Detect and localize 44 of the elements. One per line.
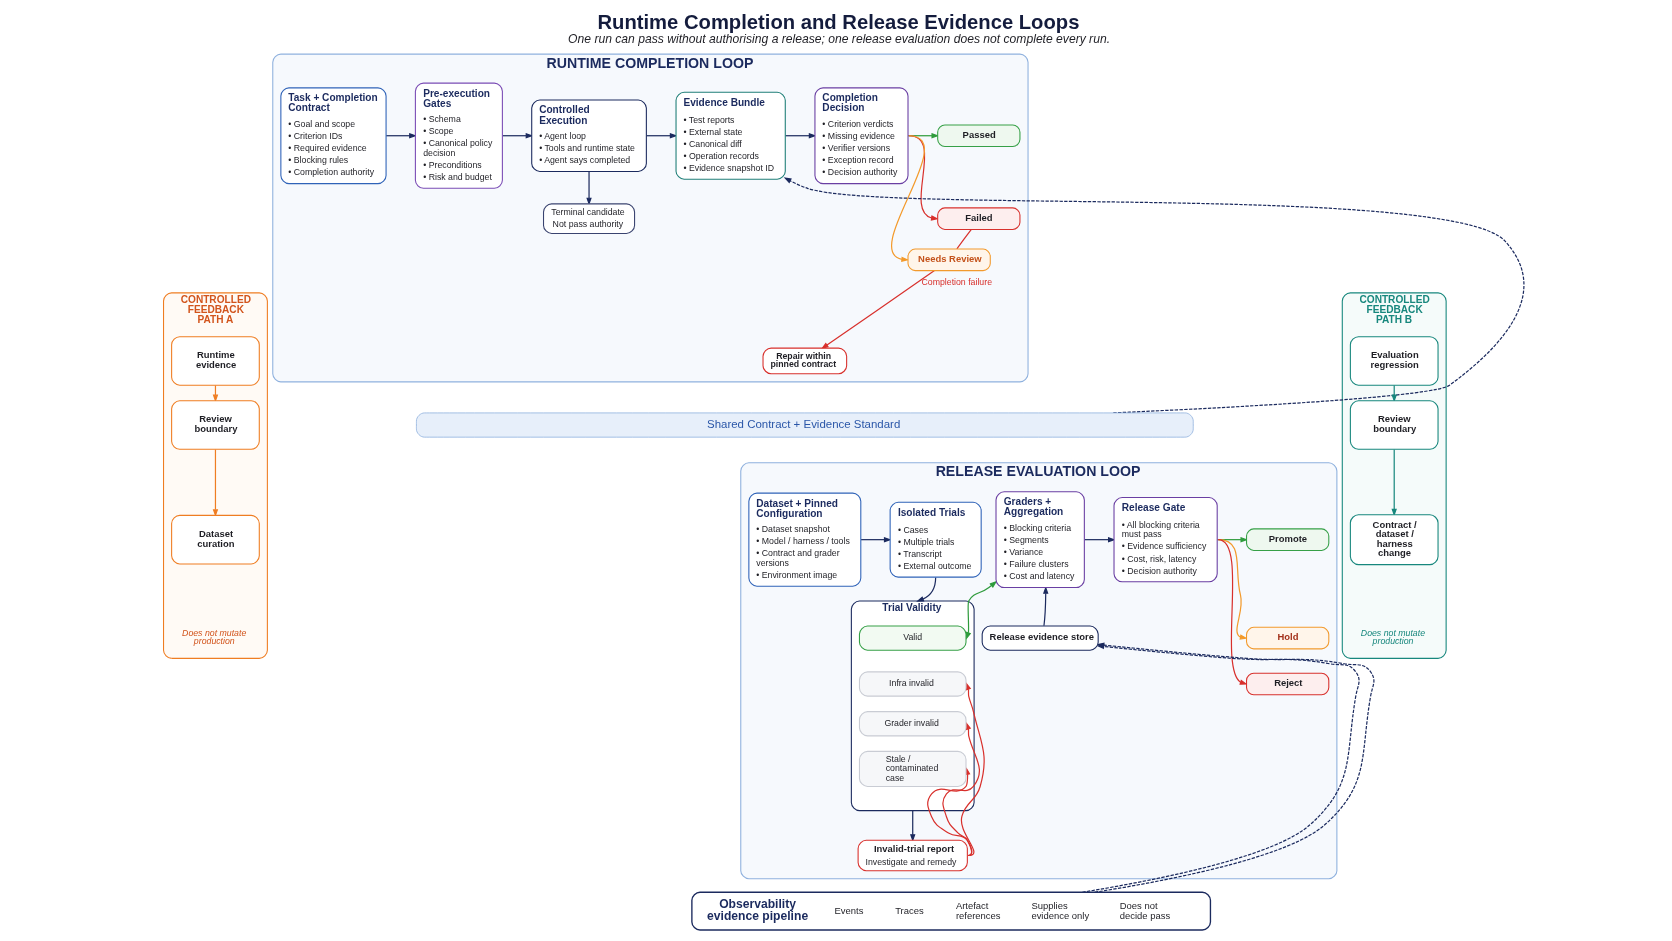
arrow: [909, 810, 915, 843]
edge-label: Completion failure: [920, 277, 992, 288]
node-box: Release Gate • All blocking criteria must pass • Evidence sufficiency • Cost, risk, latency • Decision authority: [1113, 496, 1218, 583]
node-box: Dataset curation: [170, 514, 260, 565]
diagram-title: Runtime Completion and Release Evidence Loops: [596, 11, 1079, 34]
node-box: Task + Completion Contract • Goal and scope • Criterion IDs • Required evidence • Blocking rules • Completion authority: [279, 87, 387, 185]
node-box: Valid: [858, 625, 967, 651]
node-box: Isolated Trials • Cases • Multiple trials • Transcript • External outcome: [889, 501, 982, 578]
node-box: Terminal candidate Not pass authority: [542, 203, 635, 235]
node-box: Release evidence store: [981, 625, 1099, 651]
node-box: Evidence Bundle • Test reports • External state • Canonical diff • Operation records • Evidence snapshot ID: [675, 91, 786, 180]
node-box: Review boundary: [1349, 400, 1439, 450]
node-box: Passed: [936, 124, 1020, 148]
node-box: Runtime evidence: [170, 336, 260, 386]
arrow: [820, 270, 935, 350]
node-box: Reject: [1245, 672, 1329, 696]
node-box: Grader invalid: [858, 711, 967, 737]
arrow: [859, 536, 892, 543]
node-box: Pre-execution Gates • Schema • Scope • Canonical policy decision • Preconditions • Risk and budget: [414, 82, 503, 189]
node-box: Invalid-trial report Investigate and remedy: [857, 839, 968, 872]
arrow: [385, 133, 417, 139]
arrow: [645, 133, 678, 139]
node-box: Hold: [1245, 626, 1329, 650]
arrow: [784, 133, 817, 139]
arrow: [1083, 536, 1116, 543]
node-box: Observability evidence pipeline Events Traces Artefact references Supplies evidence only Does not decide pass: [690, 891, 1211, 931]
node-box: Needs Review: [906, 248, 991, 272]
node-box: Shared Contract + Evidence Standard: [415, 412, 1194, 438]
node-box: Evaluation regression: [1349, 336, 1439, 386]
connector: [955, 229, 972, 250]
arrow: [890, 135, 925, 262]
node-box: Dataset + Pinned Configuration • Dataset snapshot • Model / harness / tools • Contract and grader versions • Environment image: [747, 492, 861, 587]
node-box: Repair within pinned contract: [762, 347, 847, 375]
node-box: Review boundary: [170, 400, 260, 450]
node-box: Controlled Execution • Agent loop • Tools and runtime state • Agent says completed: [530, 99, 647, 172]
node-box: Infra invalid: [858, 671, 967, 697]
node-box: Completion Decision • Criterion verdicts • Missing evidence • Verifier versions • Exception record • Decision authority: [813, 87, 909, 185]
node-box: Promote: [1245, 528, 1329, 551]
node-box: Failed: [936, 207, 1020, 230]
arrow: [501, 133, 533, 139]
node-box: Graders + Aggregation • Blocking criteria • Segments • Variance • Failure clusters • Cost and latency: [994, 491, 1085, 589]
node-box: Contract / dataset / harness change: [1349, 514, 1439, 566]
arrow: [783, 177, 1524, 414]
node-box: Stale / contaminated case: [858, 750, 967, 787]
